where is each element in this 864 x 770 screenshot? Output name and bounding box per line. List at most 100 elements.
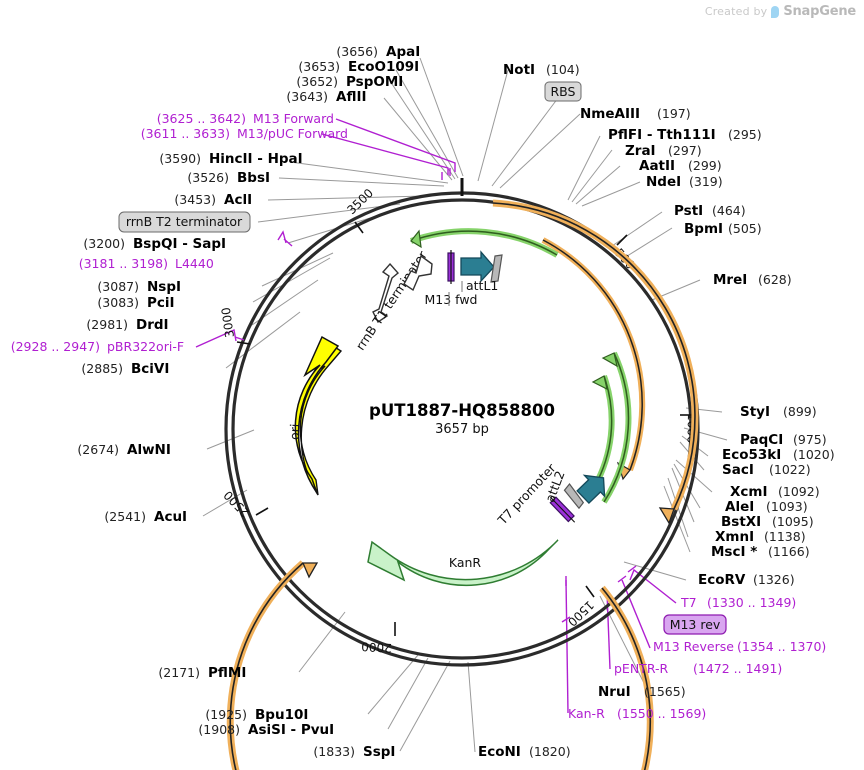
primer-name: pENTR-R [614, 661, 669, 676]
enzyme-label-AlwNI[interactable]: (2674) AlwNI [77, 442, 170, 458]
plasmid-size: 3657 bp [435, 422, 489, 437]
enzyme-label-AsiSI-PvuI[interactable]: (1908) AsiSI - PvuI [198, 722, 334, 738]
enzyme-label-PspOMI[interactable]: (3652) PspOMI [296, 74, 403, 90]
primer-name: pBR322ori-F [107, 339, 184, 354]
enzyme-pos: (505) [728, 221, 762, 236]
enzyme-name: AclI [224, 192, 252, 208]
primer-ticks-on-backbone [234, 168, 637, 623]
enzyme-label-NotI[interactable]: NotI (104) [503, 62, 580, 78]
enzyme-label-StyI[interactable]: StyI (899) [740, 404, 817, 420]
primer-name: T7 [680, 595, 697, 610]
enzyme-label-PaqCI[interactable]: PaqCI (975) [740, 432, 827, 448]
enzyme-name: NotI [503, 62, 535, 78]
primer-label-pENTR-R[interactable]: pENTR-R (1472 .. 1491) [614, 661, 782, 676]
feature-label-ori: ori [287, 423, 303, 440]
enzyme-pos: (1925) [205, 707, 247, 722]
enzyme-pos: (464) [712, 203, 746, 218]
enzyme-label-ApaI[interactable]: (3656) ApaI [336, 44, 420, 60]
enzyme-name: Eco53kI [722, 447, 781, 463]
enzyme-name: PciI [147, 295, 175, 311]
enzyme-label-PciI[interactable]: (3083) PciI [97, 295, 174, 311]
enzyme-label-AleI[interactable]: AleI (1093) [725, 499, 808, 515]
enzyme-label-NdeI[interactable]: NdeI (319) [646, 174, 723, 190]
primer-label-M13-Forward[interactable]: (3625 .. 3642) M13 Forward [157, 111, 334, 126]
enzyme-pos: (104) [546, 62, 580, 77]
primer-label-L4440[interactable]: (3181 .. 3198) L4440 [79, 256, 214, 271]
feature-kanr[interactable]: KanR [367, 539, 559, 587]
feature-attl2-arrow[interactable] [573, 467, 613, 507]
enzyme-name: NdeI [646, 174, 681, 190]
enzyme-label-PflMI[interactable]: (2171) PflMI [158, 665, 246, 681]
enzyme-name: EcoRV [698, 572, 746, 588]
enzyme-pos: (1093) [766, 499, 808, 514]
enzyme-label-DrdI[interactable]: (2981) DrdI [86, 317, 168, 333]
enzyme-label-Eco53kI[interactable]: Eco53kI (1020) [722, 447, 835, 463]
enzyme-label-BbsI[interactable]: (3526) BbsI [187, 170, 270, 186]
feature-rrnb-t2-terminator[interactable] [403, 254, 433, 292]
enzyme-label-AcuI[interactable]: (2541) AcuI [104, 509, 187, 525]
enzyme-name: EcoNI [478, 744, 521, 760]
enzyme-label-BstXI[interactable]: BstXI (1095) [721, 514, 814, 530]
enzyme-label-BpmI[interactable]: BpmI (505) [684, 221, 762, 237]
enzyme-name: BpmI [684, 221, 723, 237]
feature-ori[interactable]: ori [287, 335, 343, 496]
enzyme-label-AclI[interactable]: (3453) AclI [174, 192, 252, 208]
enzyme-label-MscI[interactable]: MscI * (1166) [711, 544, 810, 560]
enzyme-label-SspI[interactable]: (1833) SspI [313, 744, 395, 760]
boxed-label-m13-rev[interactable]: M13 rev [663, 614, 727, 635]
feature-attl1-box[interactable] [490, 254, 503, 283]
enzyme-pos: (2674) [77, 442, 119, 457]
enzyme-name: XcmI [730, 484, 768, 500]
boxed-label-text: RBS [551, 84, 576, 99]
enzyme-pos: (1820) [529, 744, 571, 759]
enzyme-name: BspQI - SapI [133, 236, 226, 252]
enzyme-label-Bpu10I[interactable]: (1925) Bpu10I [205, 707, 308, 723]
enzyme-labels-left: (3653) EcoO109I (3652) PspOMI (3643) Afl… [77, 59, 570, 760]
enzyme-label-AflII[interactable]: (3643) AflII [286, 89, 366, 105]
watermark-prefix: Created by [704, 5, 768, 18]
boxed-label-rrnb-t2-terminator[interactable]: rrnB T2 terminator [118, 211, 251, 233]
enzyme-label-PflFI-Tth111I[interactable]: PflFI - Tth111I (295) [608, 127, 762, 143]
feature-attl2-cluster[interactable]: T7 promoter attL2 [494, 460, 613, 528]
enzyme-pos: (3453) [174, 192, 216, 207]
primer-label-Kan-R[interactable]: Kan-R (1550 .. 1569) [568, 706, 706, 721]
enzyme-label-AatII[interactable]: AatII (299) [639, 158, 722, 174]
enzyme-label-BspQI-SapI[interactable]: (3200) BspQI - SapI [83, 236, 226, 252]
plasmid-title-group: pUT1887-HQ858800 3657 bp [369, 401, 555, 437]
enzyme-label-SacI[interactable]: SacI (1022) [722, 462, 811, 478]
enzyme-label-PstI[interactable]: PstI (464) [674, 203, 746, 219]
primer-name: L4440 [175, 256, 214, 271]
enzyme-label-NmeAIII[interactable]: NmeAIII (197) [580, 106, 691, 122]
enzyme-label-EcoRV[interactable]: EcoRV (1326) [698, 572, 795, 588]
feature-attl2-box[interactable] [562, 483, 586, 510]
enzyme-name: AcuI [154, 509, 187, 525]
primer-label-T7[interactable]: T7 (1330 .. 1349) [680, 595, 796, 610]
enzyme-label-XcmI[interactable]: XcmI (1092) [730, 484, 820, 500]
snapgene-logo-icon [771, 5, 780, 18]
enzyme-label-EcoNI[interactable]: EcoNI (1820) [478, 744, 571, 760]
feature-attl1-cluster[interactable]: attL1 M13 fwd [424, 250, 503, 307]
enzyme-pos: (3590) [159, 151, 201, 166]
primer-label-pBR322ori-F[interactable]: (2928 .. 2947) pBR322ori-F [11, 339, 184, 354]
primer-name: Kan-R [568, 706, 605, 721]
primer-label-M13-pUC-Forward[interactable]: (3611 .. 3633) M13/pUC Forward [141, 126, 348, 141]
enzyme-label-EcoO109I[interactable]: (3653) EcoO109I [298, 59, 419, 75]
feature-attl1-arrow[interactable] [460, 250, 495, 283]
enzyme-label-HincII-HpaI[interactable]: (3590) HincII - HpaI [159, 151, 302, 167]
enzyme-label-BciVI[interactable]: (2885) BciVI [81, 361, 169, 377]
primer-name: M13 Forward [253, 111, 334, 126]
enzyme-name: PstI [674, 203, 703, 219]
enzyme-name: DrdI [136, 317, 169, 333]
primer-name: M13/pUC Forward [237, 126, 348, 141]
enzyme-label-XmnI[interactable]: XmnI (1138) [715, 529, 806, 545]
primer-label-M13-Reverse[interactable]: M13 Reverse (1354 .. 1370) [653, 639, 826, 654]
green-arc-top [410, 228, 559, 258]
boxed-label-rbs[interactable]: RBS [544, 81, 582, 102]
enzyme-name: NspI [147, 279, 181, 295]
enzyme-label-MreI[interactable]: MreI (628) [713, 272, 792, 288]
enzyme-label-NspI[interactable]: (3087) NspI [97, 279, 181, 295]
enzyme-pos: (319) [689, 174, 723, 189]
enzyme-label-NruI[interactable]: NruI (1565) [598, 684, 686, 700]
enzyme-label-ZraI[interactable]: ZraI (297) [625, 143, 702, 159]
enzyme-pos: (1833) [313, 744, 355, 759]
